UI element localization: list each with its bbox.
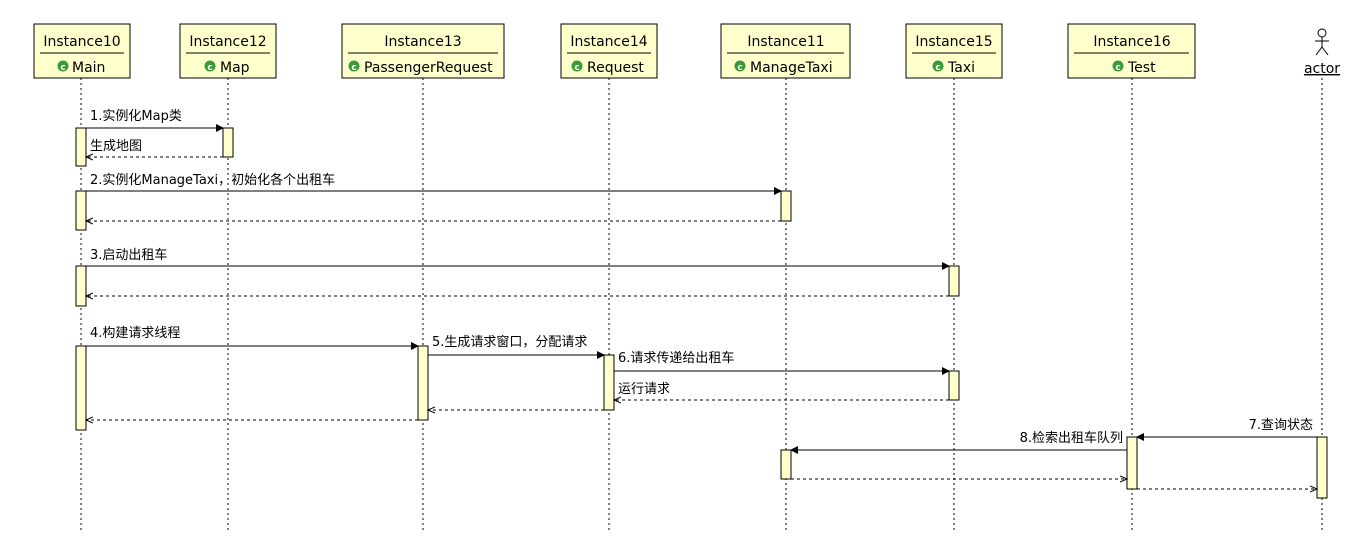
participant-class: Test xyxy=(1127,60,1156,76)
svg-text:c: c xyxy=(351,63,356,73)
message-call[interactable]: 5.生成请求窗口，分配请求 xyxy=(428,334,605,359)
activation-bar xyxy=(75,265,87,307)
message-call[interactable]: 3.启动出租车 xyxy=(86,247,950,270)
messages: 1.实例化Map类 生成地图 2.实例化ManageTaxi，初始化各个出租车 … xyxy=(86,109,1317,489)
svg-text:c: c xyxy=(60,63,65,73)
participant-actor[interactable]: actor xyxy=(1304,28,1340,77)
participant-request[interactable]: Instance14 c Request xyxy=(560,23,658,79)
message-label: 3.启动出租车 xyxy=(90,247,167,263)
participant-class: ManageTaxi xyxy=(750,60,833,76)
message-label: 2.实例化ManageTaxi，初始化各个出租车 xyxy=(90,172,335,188)
class-icon: c xyxy=(1112,60,1124,73)
participant-name: actor xyxy=(1304,61,1340,77)
class-icon: c xyxy=(204,60,216,73)
message-label: 6.请求传递给出租车 xyxy=(618,350,734,366)
svg-text:c: c xyxy=(737,63,742,73)
activation-bar xyxy=(417,345,429,421)
participant-map[interactable]: Instance12 c Map xyxy=(179,23,277,79)
participant-manage-taxi[interactable]: Instance11 c ManageTaxi xyxy=(720,23,851,79)
participant-test[interactable]: Instance16 c Test xyxy=(1067,23,1196,79)
message-label: 生成地图 xyxy=(90,139,142,154)
message-call[interactable]: 4.构建请求线程 xyxy=(86,326,419,350)
svg-text:c: c xyxy=(1115,63,1120,73)
message-label: 5.生成请求窗口，分配请求 xyxy=(432,334,587,350)
message-call[interactable]: 6.请求传递给出租车 xyxy=(614,350,950,375)
message-label: 运行请求 xyxy=(618,382,670,397)
message-label: 4.构建请求线程 xyxy=(90,326,180,341)
participant-name: Instance13 xyxy=(384,34,461,50)
activation-bar xyxy=(75,345,87,431)
participant-name: Instance14 xyxy=(570,34,647,50)
activation-bar xyxy=(948,370,960,401)
svg-text:c: c xyxy=(935,63,940,73)
message-label: 7.查询状态 xyxy=(1249,418,1313,433)
message-label: 1.实例化Map类 xyxy=(90,109,182,124)
class-icon: c xyxy=(734,60,746,73)
participant-name: Instance15 xyxy=(915,34,992,50)
participant-class: Taxi xyxy=(947,60,975,76)
activation-bar xyxy=(1126,436,1138,490)
activation-bar xyxy=(780,449,792,480)
message-call[interactable]: 1.实例化Map类 xyxy=(86,109,224,132)
activation-bar xyxy=(603,354,615,411)
class-icon: c xyxy=(932,60,944,73)
participant-class: PassengerRequest xyxy=(364,60,493,76)
message-return[interactable]: 运行请求 xyxy=(614,382,949,400)
activation-bar xyxy=(1316,436,1328,499)
activation-bar xyxy=(948,265,960,297)
participant-name: Instance11 xyxy=(747,34,824,50)
activation-bar xyxy=(75,190,87,231)
message-label: 8.检索出租车队列 xyxy=(1020,430,1123,446)
participant-class: Main xyxy=(72,60,105,76)
svg-text:c: c xyxy=(574,63,579,73)
class-icon: c xyxy=(571,60,583,73)
participant-class: Request xyxy=(587,60,644,76)
message-return[interactable]: 生成地图 xyxy=(86,139,223,157)
activation-bar xyxy=(780,190,792,222)
participant-class: Map xyxy=(220,60,250,76)
class-icon: c xyxy=(57,60,69,73)
participant-taxi[interactable]: Instance15 c Taxi xyxy=(905,23,1003,79)
participant-name: Instance10 xyxy=(43,34,120,50)
activations xyxy=(75,127,1328,499)
participant-name: Instance12 xyxy=(189,34,266,50)
message-call[interactable]: 8.检索出租车队列 xyxy=(790,430,1127,454)
class-icon: c xyxy=(348,60,360,73)
participant-name: Instance16 xyxy=(1093,34,1170,50)
participant-passenger-request[interactable]: Instance13 c PassengerRequest xyxy=(341,23,505,79)
message-call[interactable]: 2.实例化ManageTaxi，初始化各个出租车 xyxy=(86,172,782,195)
svg-text:c: c xyxy=(207,63,212,73)
message-call[interactable]: 7.查询状态 xyxy=(1136,418,1317,441)
participant-main[interactable]: Instance10 c Main xyxy=(33,23,131,79)
activation-bar xyxy=(75,127,87,167)
activation-bar xyxy=(222,127,234,158)
actor-icon xyxy=(1315,28,1329,56)
